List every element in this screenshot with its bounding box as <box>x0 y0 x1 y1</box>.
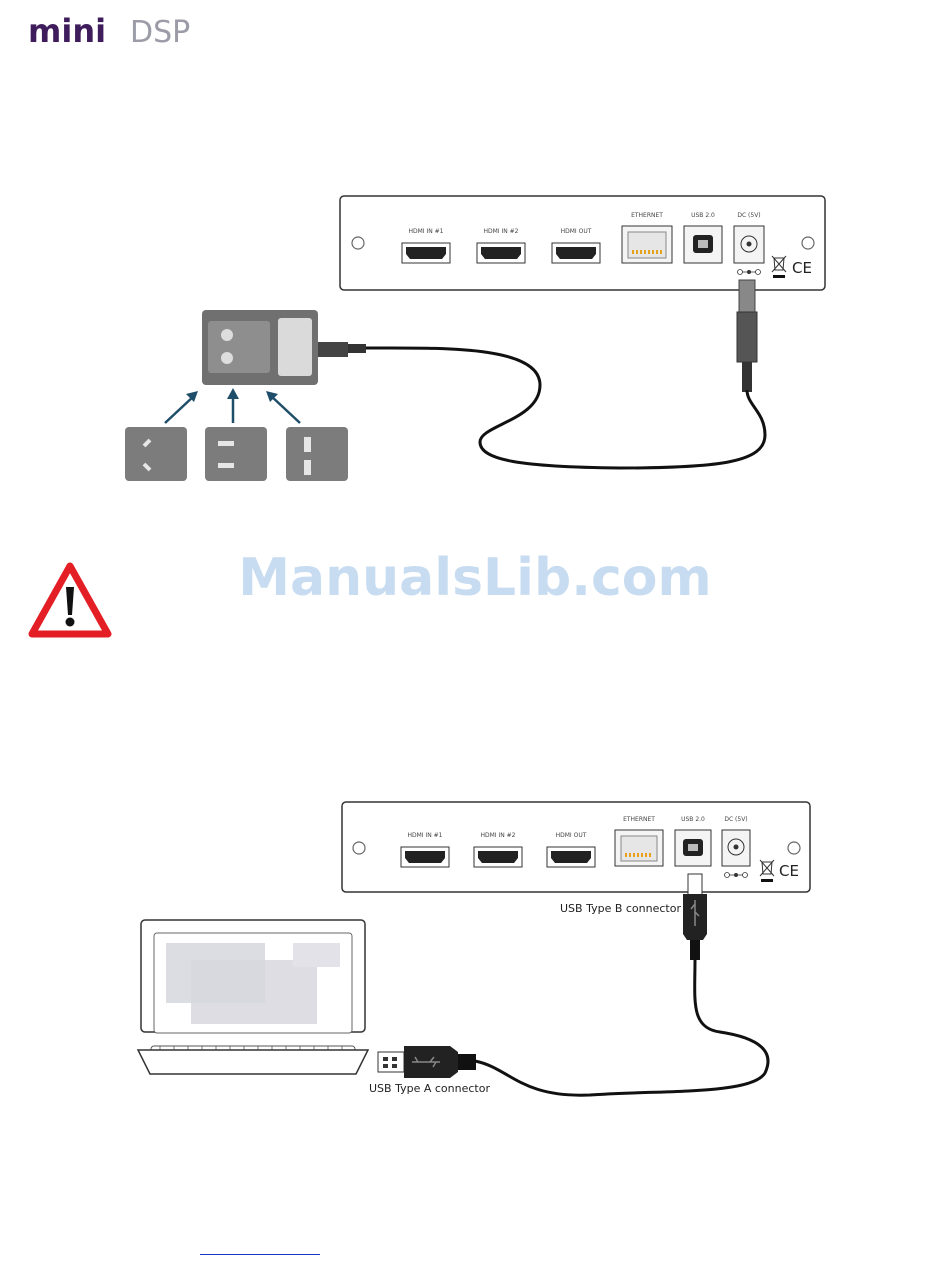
port-label: USB 2.0 <box>681 816 705 823</box>
ce-mark: CE <box>779 862 799 880</box>
ethernet-port-icon <box>622 226 672 263</box>
power-connection-figure: CE HDMI IN #1 HDMI IN #2 HDMI OUT ETHERN… <box>0 180 950 500</box>
usb-b-port-icon <box>675 830 711 866</box>
usb-b-port-icon <box>684 226 722 263</box>
usb-connection-figure: CE HDMI IN #1 HDMI IN #2 HDMI OUT ETHERN… <box>0 790 950 1110</box>
uk-plug-icon <box>286 427 348 481</box>
port-label: HDMI IN #2 <box>484 228 519 235</box>
usb-cable <box>475 960 768 1095</box>
port-label: HDMI IN #2 <box>481 832 516 839</box>
port-label: USB 2.0 <box>691 212 715 219</box>
logo-text: mini <box>28 14 106 48</box>
power-adapter-icon <box>202 310 366 385</box>
port-label: ETHERNET <box>623 816 655 823</box>
au-plug-icon <box>125 427 187 481</box>
port-label: ETHERNET <box>631 212 663 219</box>
ce-mark: CE <box>792 259 812 277</box>
dc-plug-icon <box>737 280 757 392</box>
watermark-text: ManualsLib.com <box>0 548 950 608</box>
usb-type-a-label: USB Type A connector <box>369 1082 490 1095</box>
device-rear-panel-top: CE HDMI IN #1 HDMI IN #2 HDMI OUT ETHERN… <box>340 196 825 290</box>
laptop-icon <box>138 920 368 1074</box>
port-label: DC (5V) <box>737 212 760 219</box>
port-label: DC (5V) <box>724 816 747 823</box>
power-cable <box>365 348 765 468</box>
port-label: HDMI OUT <box>561 228 592 235</box>
ethernet-port-icon <box>615 830 663 866</box>
device-rear-panel-bottom: CE HDMI IN #1 HDMI IN #2 HDMI OUT ETHERN… <box>342 802 810 892</box>
usb-type-b-label: USB Type B connector <box>560 902 681 915</box>
port-label: HDMI IN #1 <box>408 832 443 839</box>
us-plug-icon <box>205 427 267 481</box>
usb-a-plug-icon <box>378 1046 476 1078</box>
logo-dsp-text: DSP <box>130 15 190 48</box>
port-label: HDMI OUT <box>556 832 587 839</box>
minidsp-logo: mini DSP <box>28 14 228 48</box>
arrow-icons <box>165 388 300 423</box>
warning-triangle-icon <box>28 562 112 638</box>
port-label: HDMI IN #1 <box>409 228 444 235</box>
footer-link[interactable] <box>200 1238 320 1255</box>
